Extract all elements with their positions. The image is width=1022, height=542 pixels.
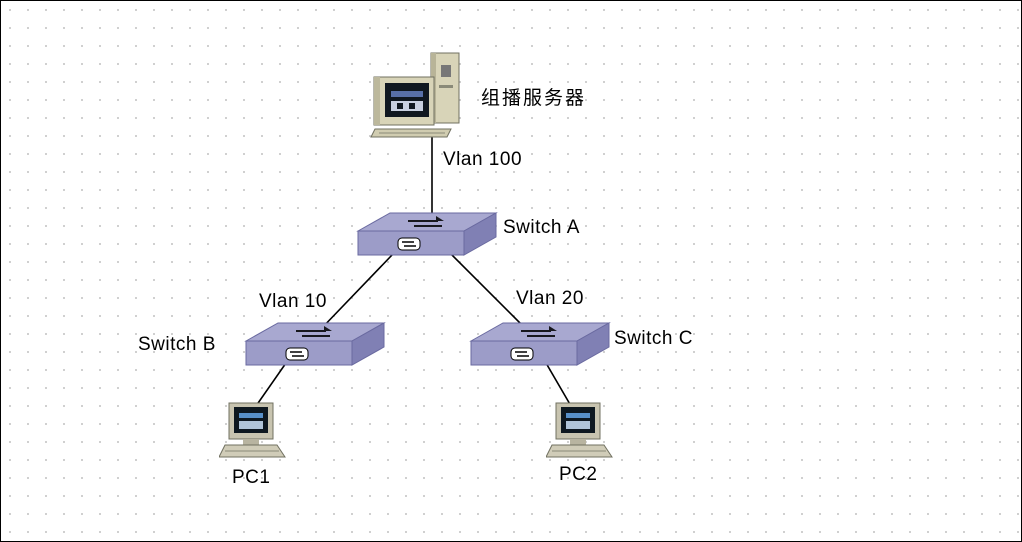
switch-c-label: Switch C — [614, 328, 693, 349]
link-switch-c-to-pc2 — [545, 362, 572, 407]
link-label-vlan-100: Vlan 100 — [443, 149, 523, 170]
switch-a-label: Switch A — [503, 217, 580, 238]
desktop-pc-icon — [218, 402, 286, 458]
link-switch-b-to-pc1 — [255, 362, 287, 407]
network-switch-icon — [244, 322, 386, 366]
link-label-vlan-20: Vlan 20 — [516, 288, 584, 309]
network-switch-icon — [356, 212, 498, 256]
switch-b — [244, 321, 386, 374]
pc1-label: PC1 — [232, 467, 271, 488]
switch-c — [469, 321, 611, 374]
server-computer-icon — [369, 51, 477, 144]
link-switch-a-to-switch-b — [318, 253, 394, 332]
link-label-vlan-10: Vlan 10 — [259, 291, 327, 312]
switch-b-label: Switch B — [138, 334, 216, 355]
desktop-pc-icon — [545, 402, 613, 458]
network-switch-icon — [469, 322, 611, 366]
pc2-label: PC2 — [559, 464, 598, 485]
link-switch-a-to-switch-c — [450, 253, 527, 330]
pc2 — [545, 399, 616, 468]
switch-a — [356, 211, 498, 264]
server-label: 组播服务器 — [481, 87, 587, 109]
pc1 — [218, 399, 289, 468]
